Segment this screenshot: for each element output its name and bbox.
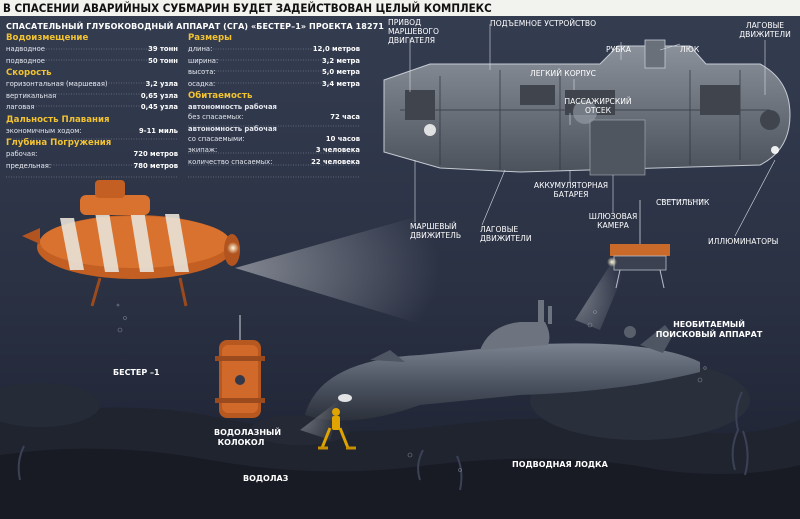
spec-value: 720 метров xyxy=(133,150,179,158)
spec-label: подводное xyxy=(6,56,45,65)
label-diver: ВОДОЛАЗ xyxy=(243,474,289,483)
spec-label: со спасаемыми: xyxy=(188,134,245,143)
spec-label: экипаж: xyxy=(188,146,218,154)
label-luk: ЛЮК xyxy=(680,45,700,54)
spec-value: 9-11 миль xyxy=(139,126,178,135)
spec-value: 12,0 метров xyxy=(312,45,360,53)
label-rubka: РУБКА xyxy=(606,45,632,54)
spec-value: 3,2 узла xyxy=(145,80,178,88)
underwater-scene xyxy=(0,16,800,519)
spec-subheader: автономность рабочая xyxy=(188,103,277,111)
spec-value: 3 человека xyxy=(315,146,360,154)
spec-section-header: Размеры xyxy=(188,33,232,43)
specs-title: СПАСАТЕЛЬНЫЙ ГЛУБОКОВОДНЫЙ АППАРАТ (СГА)… xyxy=(6,22,384,31)
spec-value: 0,65 узла xyxy=(140,91,178,100)
spec-value: 72 часа xyxy=(330,113,360,121)
label-submarine: ПОДВОДНАЯ ЛОДКА xyxy=(512,460,608,469)
spec-section-header: Дальность Плавания xyxy=(6,114,110,125)
spec-label: ширина: xyxy=(188,56,219,65)
spec-value: 5,0 метра xyxy=(322,68,360,76)
spec-subheader: автономность рабочая xyxy=(188,124,277,133)
spec-value: 50 тонн xyxy=(148,56,178,65)
label-lift: ПОДЪЕМНОЕ УСТРОЙСТВО xyxy=(490,19,597,28)
bester-submersible xyxy=(22,180,440,330)
spec-label: экономичным ходом: xyxy=(6,126,82,135)
headline: В СПАСЕНИИ АВАРИЙНЫХ СУБМАРИН БУДЕТ ЗАДЕ… xyxy=(0,0,800,16)
spec-section-header: Глубина Погружения xyxy=(6,138,112,148)
spec-label: без спасаемых: xyxy=(188,113,244,121)
spec-label: длина: xyxy=(188,45,213,53)
label-portholes: ИЛЛЮМИНАТОРЫ xyxy=(708,237,779,246)
spec-label: лаговая xyxy=(6,103,35,111)
spec-value: 0,45 узла xyxy=(140,103,178,111)
spec-section-header: Обитаемость xyxy=(188,91,253,101)
spec-value: 22 человека xyxy=(311,157,360,166)
submarine xyxy=(300,300,700,440)
cutaway-diagram xyxy=(383,24,791,237)
spec-label: надводное xyxy=(6,45,45,53)
spec-label: высота: xyxy=(188,68,216,76)
spec-value: 10 часов xyxy=(325,134,360,143)
spec-label: количество спасаемых: xyxy=(188,157,273,166)
label-light-hull: ЛЕГКИЙ КОРПУС xyxy=(530,69,596,78)
spec-label: рабочая: xyxy=(6,150,38,158)
spec-section-header: Скорость xyxy=(6,68,52,78)
spec-label: горизонтальная (маршевая) xyxy=(6,80,108,88)
spec-section-header: Водоизмещение xyxy=(6,33,89,43)
diving-bell xyxy=(215,315,265,418)
spec-label: предельная: xyxy=(6,161,52,170)
label-bester: БЕСТЕР –1 xyxy=(113,368,160,377)
diver-figure xyxy=(318,408,356,450)
rov xyxy=(575,200,670,330)
spec-label: осадка: xyxy=(188,79,216,88)
spec-value: 3,2 метра xyxy=(322,56,360,65)
spec-value: 780 метров xyxy=(133,161,179,170)
label-lamp: СВЕТИЛЬНИК xyxy=(656,198,710,207)
spec-value: 39 тонн xyxy=(148,45,178,53)
spec-value: 3,4 метра xyxy=(322,79,360,88)
spec-label: вертикальная xyxy=(6,91,57,100)
